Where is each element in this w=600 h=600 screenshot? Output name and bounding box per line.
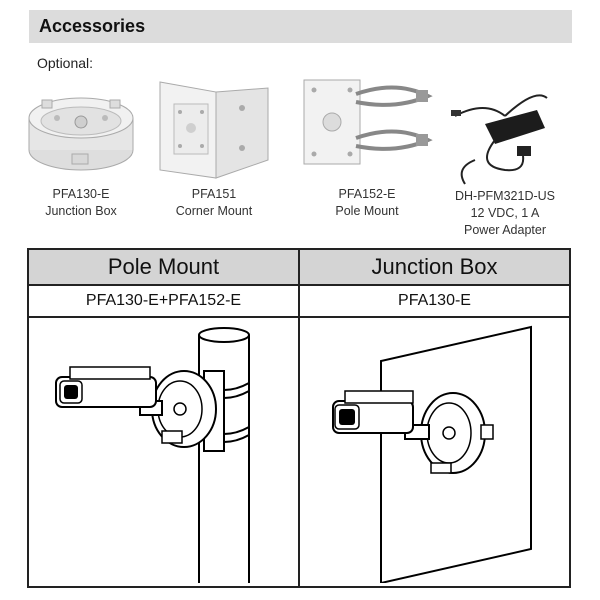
product-spec: 12 VDC, 1 A <box>470 206 540 220</box>
product-name: Junction Box <box>45 204 117 218</box>
power-adapter-image-icon <box>451 94 548 185</box>
product-junction-box: PFA130-E Junction Box <box>22 78 140 220</box>
product-pole-mount: PFA152-E Pole Mount <box>296 76 438 220</box>
product-code: DH-PFM321D-US <box>454 189 555 203</box>
product-power-adapter: DH-PFM321D-US 12 VDC, 1 A Power Adapter <box>445 80 565 239</box>
product-name: Power Adapter <box>464 223 546 237</box>
product-code: PFA130-E <box>52 187 110 201</box>
product-corner-mount: PFA151 Corner Mount <box>150 78 278 220</box>
corner-mount-image-icon <box>159 81 269 179</box>
pole-mount-header: Pole Mount <box>27 248 300 286</box>
product-code: PFA151 <box>191 187 237 201</box>
product-name: Pole Mount <box>335 204 399 218</box>
junction-box-drawing-icon <box>331 325 532 583</box>
junction-box-header: Junction Box <box>298 248 571 286</box>
product-code: PFA152-E <box>338 187 396 201</box>
section-title: Accessories <box>39 16 146 36</box>
junction-box-image-icon <box>28 97 134 171</box>
pole-mount-drawing-icon <box>54 327 250 583</box>
pole-mount-image-icon <box>303 79 433 165</box>
product-name: Corner Mount <box>175 204 253 218</box>
pole-mount-drawing-cell <box>27 316 300 588</box>
mount-table: Pole Mount Junction Box PFA130-E+PFA152-… <box>27 248 571 588</box>
junction-box-code: PFA130-E <box>298 284 571 318</box>
pole-mount-code: PFA130-E+PFA152-E <box>27 284 300 318</box>
optional-label: Optional: <box>37 55 94 71</box>
junction-box-drawing-cell <box>298 316 571 588</box>
section-header: Accessories <box>29 10 572 43</box>
